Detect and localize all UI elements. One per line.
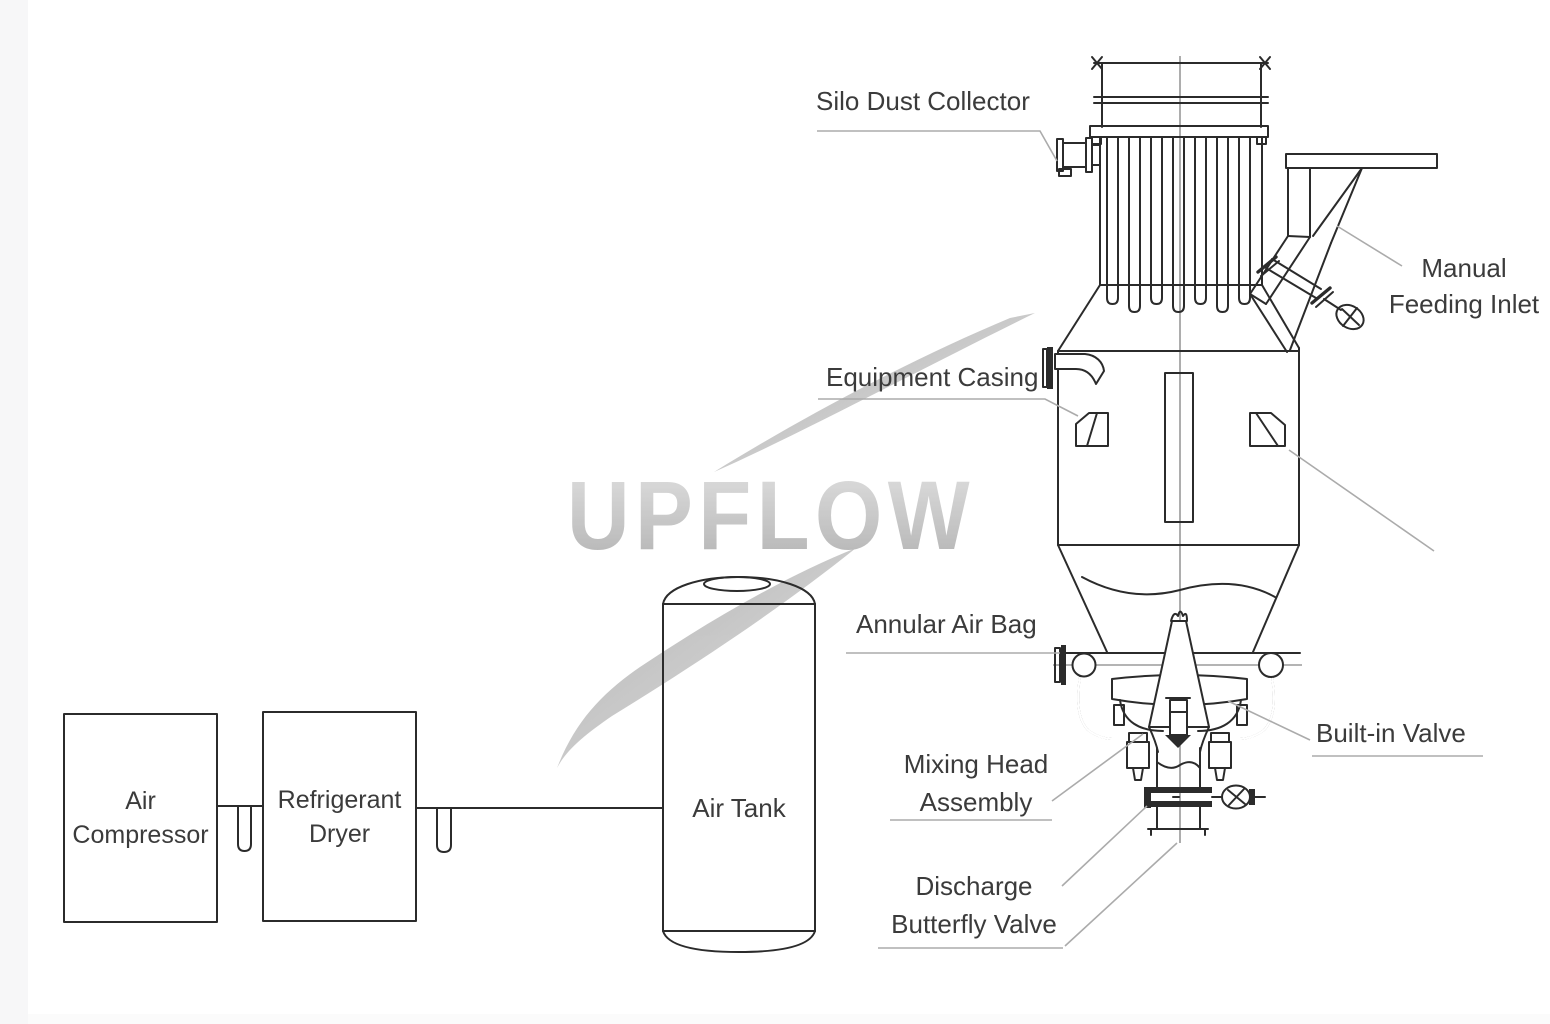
leader-discharge-a [1061, 805, 1148, 887]
leader-mixing-head [1051, 733, 1144, 802]
leader-equipment-casing [818, 398, 1079, 417]
discharge-butterfly-valve [1144, 784, 1266, 810]
label-manual-feeding-inlet: Manual Feeding Inlet [1388, 250, 1540, 322]
label-mixing-head-line2: Assembly [919, 787, 1033, 817]
canvas-left-edge [0, 0, 28, 1024]
label-refrigerant-dryer: Refrigerant Dryer [277, 785, 402, 848]
dust-collector-lid [1089, 56, 1271, 145]
watermark-swoosh-upper [714, 313, 1035, 472]
label-discharge-line2: Butterfly Valve [891, 909, 1057, 939]
label-built-in-valve: Built-in Valve [1316, 718, 1466, 748]
hatch-right [1249, 412, 1286, 447]
label-mixing-head-line1: Mixing Head [903, 749, 1049, 779]
label-air-compressor: Air Compressor [72, 787, 209, 849]
air-tank [662, 576, 816, 953]
center-feed-pipe [1165, 697, 1191, 748]
manual-feed-hopper [1249, 153, 1438, 353]
watermark-text: UPFLOW [567, 461, 975, 570]
drain-trap-2 [436, 807, 452, 853]
label-annular-air-bag: Annular Air Bag [856, 609, 1037, 639]
hatch-left [1075, 412, 1109, 447]
shoulder-left [1057, 284, 1101, 352]
dust-collector-baghouse [1056, 136, 1263, 313]
built-in-valve-right [1208, 732, 1232, 781]
refrigerant-dryer-box [262, 711, 417, 922]
collector-flange [1089, 125, 1269, 138]
air-bag-ring-left [1071, 652, 1097, 678]
air-compressor-box [63, 713, 218, 923]
vent-elbow [1042, 347, 1105, 389]
vessel-cone [1057, 544, 1300, 653]
filter-bags [1106, 136, 1251, 313]
label-equipment-casing: Equipment Casing [826, 362, 1039, 392]
drain-trap-1 [237, 805, 252, 852]
vessel-body [1042, 347, 1300, 546]
air-bag-piping [1077, 676, 1275, 741]
valve-gear-operator [1221, 784, 1266, 810]
label-discharge-line1: Discharge [915, 871, 1033, 901]
feed-inlet-valve [1256, 255, 1365, 331]
leader-manual-feeding-inlet [1336, 225, 1403, 267]
label-manual-feeding-inlet-line1: Manual [1421, 253, 1507, 283]
leader-hatch-right [1288, 449, 1435, 552]
canvas-bottom-edge [0, 1014, 1550, 1024]
label-silo-dust-collector: Silo Dust Collector [816, 86, 1030, 116]
lifting-lug-left [1091, 56, 1103, 70]
cone-break-line [1081, 576, 1276, 598]
label-mixing-head-assembly: Mixing Head Assembly [890, 745, 1062, 821]
sight-glass [1164, 372, 1194, 523]
shoulder-right [1261, 284, 1300, 349]
leader-built-in-valve [1227, 700, 1311, 741]
label-manual-feeding-inlet-line2: Feeding Inlet [1388, 289, 1540, 319]
built-in-valve-left [1126, 732, 1150, 781]
leader-discharge-b [1064, 842, 1178, 947]
pipe-break-line [1156, 761, 1201, 769]
leader-lines [817, 130, 1483, 949]
discharge-pipe [1144, 747, 1266, 836]
label-discharge-butterfly-valve: Discharge Butterfly Valve [878, 867, 1070, 943]
label-air-tank: Air Tank [692, 793, 786, 823]
collector-inlet-nozzle [1056, 137, 1101, 177]
leader-silo-dust-collector [817, 130, 1058, 162]
air-bag-ring-right [1258, 652, 1284, 678]
feed-valve-handwheel [1335, 303, 1365, 331]
